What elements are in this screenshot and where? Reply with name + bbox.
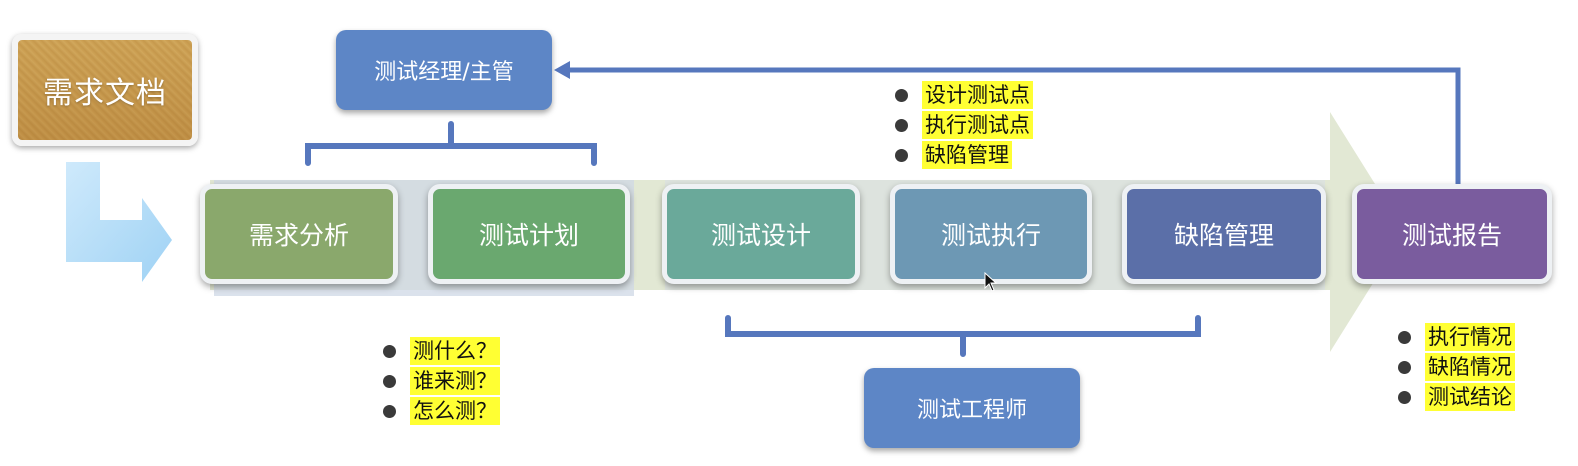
stage-requirements-analysis: 需求分析	[200, 184, 398, 284]
bullet-dot	[895, 148, 908, 162]
test-engineer-box: 测试工程师	[864, 368, 1080, 448]
requirements-document-label: 需求文档	[43, 76, 167, 111]
note-text: 测试结论	[1425, 383, 1515, 411]
stage-label: 缺陷管理	[1173, 221, 1274, 250]
planning-notes: 测什么？ 谁来测？ 怎么测？	[383, 336, 500, 426]
list-item: 设计测试点	[895, 80, 1033, 110]
bullet-dot	[383, 374, 396, 388]
note-text: 执行情况	[1425, 323, 1515, 351]
stage-test-execution: 测试执行	[890, 184, 1092, 284]
bullet-dot	[383, 404, 396, 418]
note-text: 缺陷管理	[922, 141, 1012, 169]
note-text: 谁来测？	[410, 367, 500, 395]
note-text: 测什么？	[410, 337, 500, 365]
entry-arrow	[66, 162, 172, 282]
list-item: 缺陷情况	[1398, 352, 1515, 382]
bullet-dot	[1398, 330, 1411, 344]
list-item: 测什么？	[383, 336, 500, 366]
list-item: 执行情况	[1398, 322, 1515, 352]
test-manager-label: 测试经理/主管	[374, 60, 514, 85]
feedback-arrow	[568, 67, 1461, 184]
stage-test-planning: 测试计划	[428, 184, 630, 284]
stage-label: 测试计划	[478, 221, 579, 250]
feedback-arrowhead	[554, 61, 570, 79]
note-text: 执行测试点	[922, 111, 1033, 139]
list-item: 测试结论	[1398, 382, 1515, 412]
bullet-dot	[895, 88, 908, 102]
note-text: 缺陷情况	[1425, 353, 1515, 381]
bullet-dot	[1398, 360, 1411, 374]
stage-test-report: 测试报告	[1352, 184, 1552, 284]
engineer-bracket	[725, 315, 1201, 357]
note-text: 怎么测？	[410, 397, 500, 425]
bullet-dot	[895, 118, 908, 132]
requirements-document: 需求文档	[12, 34, 198, 146]
stage-label: 需求分析	[248, 221, 349, 250]
manager-bracket	[305, 121, 597, 166]
bullet-dot	[1398, 390, 1411, 404]
test-engineer-label: 测试工程师	[916, 398, 1027, 423]
test-manager-box: 测试经理/主管	[336, 30, 552, 110]
list-item: 执行测试点	[895, 110, 1033, 140]
bullet-dot	[383, 344, 396, 358]
stage-test-design: 测试设计	[662, 184, 860, 284]
list-item: 怎么测？	[383, 396, 500, 426]
stage-defect-management: 缺陷管理	[1122, 184, 1326, 284]
list-item: 缺陷管理	[895, 140, 1033, 170]
note-text: 设计测试点	[922, 81, 1033, 109]
list-item: 谁来测？	[383, 366, 500, 396]
execution-notes: 设计测试点 执行测试点 缺陷管理	[895, 80, 1033, 170]
mouse-pointer-icon	[984, 272, 998, 292]
report-notes: 执行情况 缺陷情况 测试结论	[1398, 322, 1515, 412]
stage-label: 测试报告	[1401, 221, 1502, 250]
stage-label: 测试执行	[940, 221, 1041, 250]
stage-label: 测试设计	[710, 221, 811, 250]
